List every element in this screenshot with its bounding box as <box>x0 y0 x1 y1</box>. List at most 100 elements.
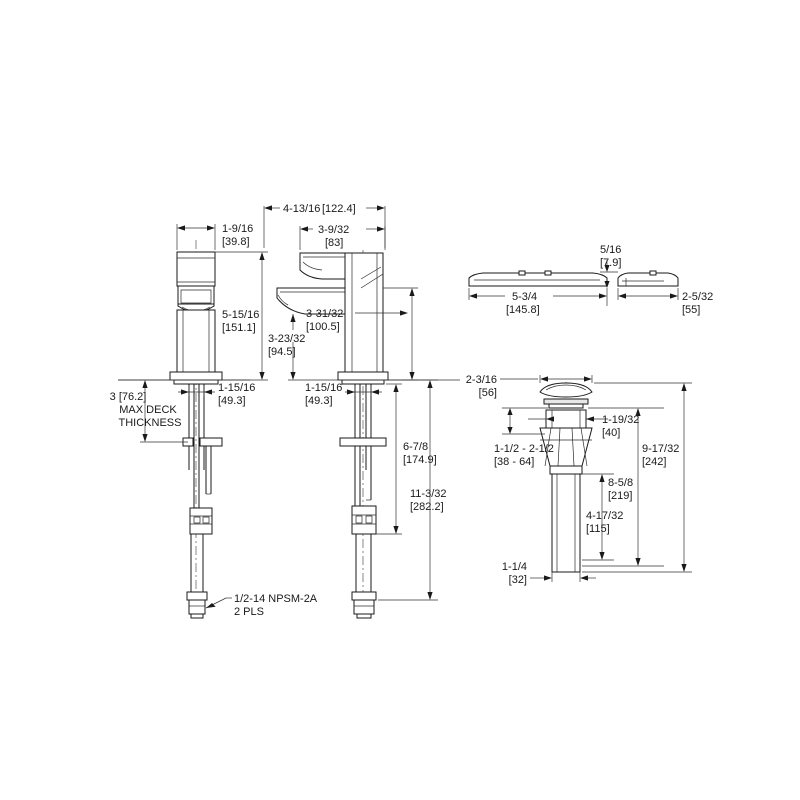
drain-flange-ring <box>543 398 589 405</box>
front-deck-thick-arrow-bottom <box>142 434 148 442</box>
drain-dim-tailflange-arrow-bot <box>635 558 641 566</box>
drain-dim-tailpiece-arrow-bot <box>599 552 605 560</box>
side-dim-reach-value-mm: [122.4] <box>322 203 356 215</box>
escutcheon-dim-len-value-mm: [145.8] <box>506 304 540 316</box>
side-dim-reach-arrow-right <box>377 205 385 211</box>
drain-dim-overall-value-mm: [242] <box>642 456 666 468</box>
drain-dim-tailflange-value-inch: 8-5/8 <box>608 477 633 489</box>
side-dim-base-arrow-right <box>371 389 379 395</box>
side-dim-bodyheight-arrow-bottom <box>409 372 415 380</box>
side-dim-base-value-inch: 1-15/16 <box>305 382 342 394</box>
side-hose-fitting-body <box>353 599 375 615</box>
front-connector-detail-a <box>193 516 201 524</box>
front-hose-fitting-top <box>186 591 208 601</box>
front-dim-width-arrow-left <box>177 225 185 231</box>
drain-body-collar <box>549 465 583 475</box>
drain-dim-overall-arrow-top <box>681 383 687 391</box>
drain-dim-bodyh-arrow-r <box>586 416 594 422</box>
side-dim-outlet-arrow-bottom <box>290 372 296 380</box>
side-hose-fitting-top <box>351 591 377 601</box>
side-dim-overall-value-mm: [282.2] <box>410 501 444 513</box>
side-handle-lever-curve <box>302 261 323 271</box>
side-connector-detail-b <box>365 515 373 524</box>
drain-dim-deckrange-value-inch: 1-1/2 - 2-1/2 <box>494 443 554 455</box>
side-dim-shank-value-mm: [174.9] <box>403 454 437 466</box>
front-dim-width-arrow-right <box>207 225 215 231</box>
thread-callout-arrow <box>206 603 216 608</box>
drain-dim-flange-arrow-r <box>584 376 592 382</box>
thread-note-line1: 1/2-14 NPSM-2A <box>234 593 318 605</box>
front-mount-bracket-right <box>199 437 223 447</box>
escutcheon-plate-long <box>468 272 608 287</box>
escutcheon-dim-thk-value-inch: 5/16 <box>600 244 621 256</box>
escutcheon-dim-thk-arrow-bot <box>604 281 610 288</box>
front-hose-fitting-end <box>190 613 204 619</box>
drain-dim-deckrange-arrow-bot <box>507 427 513 434</box>
drain-tailpiece <box>551 473 581 573</box>
side-dim-overall-arrow-top <box>427 380 433 388</box>
side-dim-overall-arrow-bottom <box>427 592 433 600</box>
escutcheon-post-right <box>544 270 552 276</box>
side-deck-washer <box>341 379 385 385</box>
side-dim-spout-value-mm: [83] <box>325 237 343 249</box>
drain-dim-overall-arrow-bot <box>681 564 687 572</box>
side-spout-transition <box>360 273 384 289</box>
drain-dim-deckrange-value-mm: [38 - 64] <box>494 456 534 468</box>
escutcheon-dim-thk-value-mm: [7.9] <box>600 257 621 269</box>
side-dim-shank-arrow-top <box>393 384 399 392</box>
front-hose-fitting-body <box>188 599 206 615</box>
drain-dim-bodyh-value-inch: 1-19/32 <box>602 414 639 426</box>
drain-dim-tailpiece-value-mm: [115] <box>586 523 610 535</box>
drain-dim-tailpiece-value-inch: 4-17/32 <box>586 510 623 522</box>
front-deck-note-line3: THICKNESS <box>119 417 182 429</box>
front-deck-flange <box>169 371 223 381</box>
side-deck-flange <box>337 371 389 381</box>
side-hose-fitting-end <box>356 613 372 619</box>
drain-dim-tailpiece-arrow-top <box>599 474 605 482</box>
side-dim-bodyheight-value-inch: 3-31/32 <box>306 308 343 320</box>
front-connector-detail-b <box>202 516 210 524</box>
side-dim-spout-arrow-right <box>377 226 385 232</box>
drain-dim-overall-value-inch: 9-17/32 <box>642 443 679 455</box>
side-dim-bodyheight-value-mm: [100.5] <box>306 321 340 333</box>
front-dim-height-arrow-top <box>259 252 265 260</box>
front-deck-note-line2: MAX DECK <box>119 404 177 416</box>
drain-dim-taildia-value-mm: [32] <box>509 574 527 586</box>
front-dim-height-arrow-bottom <box>259 372 265 380</box>
front-dim-base-value-mm: [49.3] <box>218 395 246 407</box>
front-dim-height-value-mm: [151.1] <box>222 322 256 334</box>
side-elevation-view: 4-13/16 [122.4] 3-9/32 [83] 3-31/32 [100… <box>205 203 460 619</box>
front-dim-base-arrow-left <box>181 389 189 395</box>
escutcheon-dim-wid-arrow-right <box>670 293 678 299</box>
side-dim-spout-value-inch: 3-9/32 <box>318 224 349 236</box>
escutcheon-dim-len-arrow-left <box>469 293 477 299</box>
escutcheon-dim-wid-value-inch: 2-5/32 <box>682 291 713 303</box>
escutcheon-dim-thk-arrow-top <box>604 265 610 272</box>
side-dim-base-value-mm: [49.3] <box>305 395 333 407</box>
drain-stopper-highlight <box>545 384 587 391</box>
front-handle-lever-inner <box>180 289 212 304</box>
front-elevation-view: 1-9/16 [39.8] 5-15/16 [151.1] 1-15/16 [4… <box>110 223 268 619</box>
escutcheon-dim-len-value-inch: 5-3/4 <box>512 291 537 303</box>
drain-taper-rib-3 <box>557 427 561 467</box>
side-dim-outlet-value-mm: [94.5] <box>268 346 296 358</box>
escutcheon-post-end <box>649 270 657 276</box>
front-dim-width-value-mm: [39.8] <box>222 236 250 248</box>
front-supply-connector <box>189 507 213 535</box>
thread-note-line2: 2 PLS <box>234 606 264 618</box>
side-spout-outlet-curve <box>278 299 306 315</box>
drain-dim-taildia-arrow-l <box>544 575 552 581</box>
side-supply-connector <box>351 505 377 535</box>
front-deck-washer <box>173 379 219 385</box>
drain-dim-flange-value-inch: 2-3/16 <box>466 374 497 386</box>
drain-taper-rib-4 <box>571 427 575 467</box>
side-mount-bracket <box>339 437 387 447</box>
drain-dim-deckrange-arrow-top <box>507 408 513 415</box>
drain-dim-tailflange-arrow-top <box>635 408 641 416</box>
front-deck-note-line1: 3 [76.2] <box>110 391 147 403</box>
drain-taper-rib-2 <box>580 427 588 467</box>
drain-dim-taildia-arrow-r <box>580 575 588 581</box>
side-dim-overall-value-inch: 11-3/32 <box>410 488 447 500</box>
